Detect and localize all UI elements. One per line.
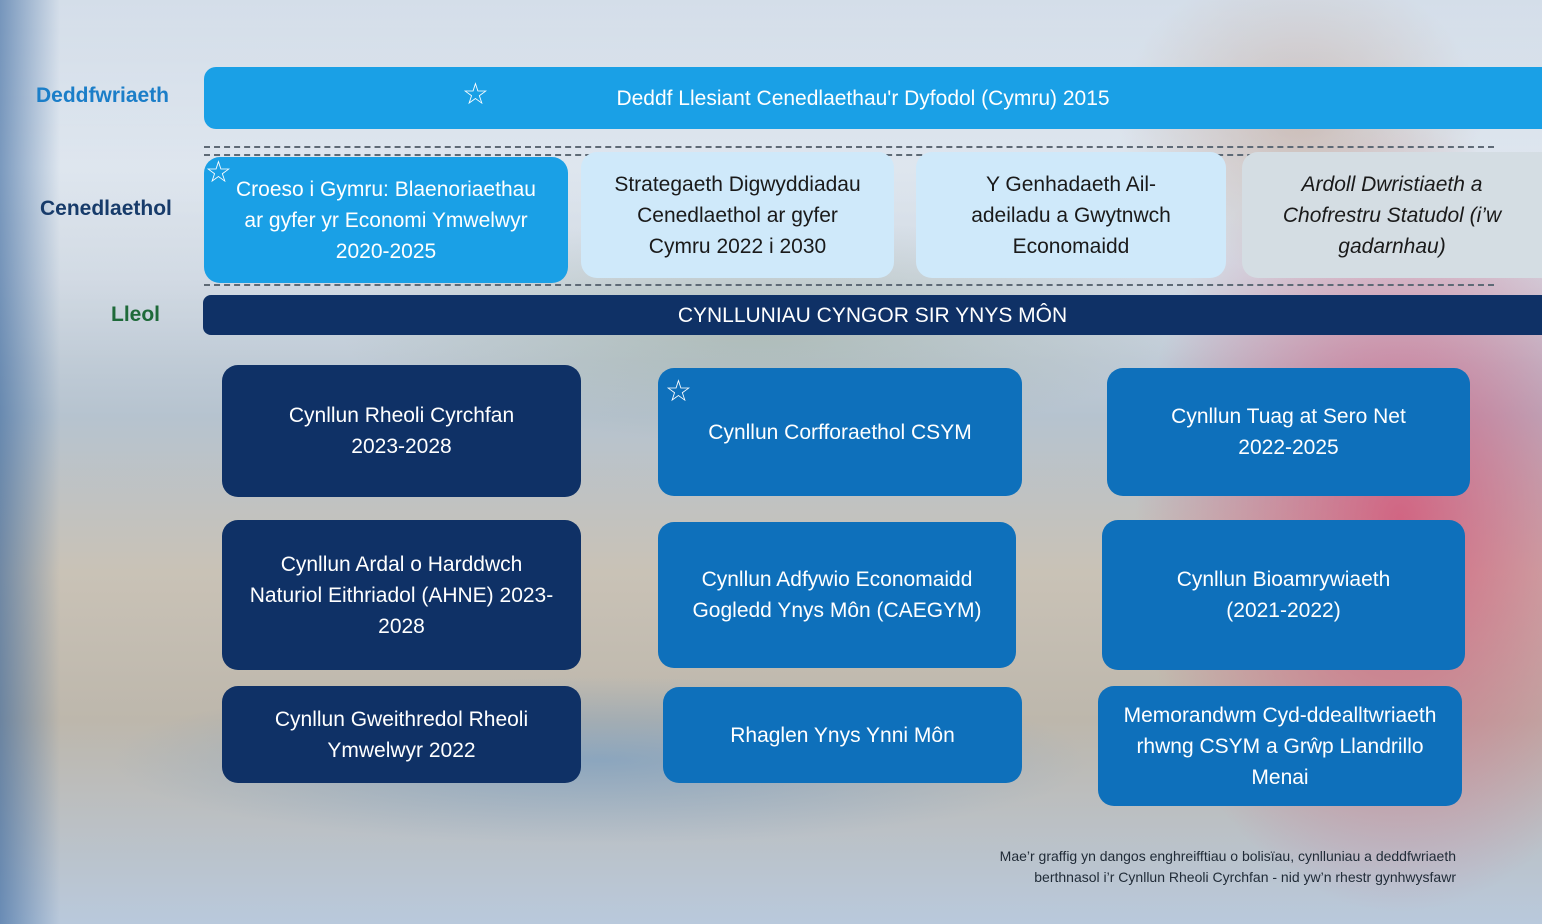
plan-label: Cynllun Corfforaethol CSYM	[708, 420, 972, 444]
plan-memorandum: Memorandwm Cyd-ddealltwriaeth rhwng CSYM…	[1098, 686, 1462, 806]
footnote-line: Mae’r graffig yn dangos enghreifftiau o …	[999, 848, 1456, 864]
footnote-line: berthnasol i’r Cynllun Rheoli Cyrchfan -…	[1034, 869, 1456, 885]
plan-energy-island: Rhaglen Ynys Ynni Môn	[663, 687, 1022, 783]
plan-visitor-operational: Cynllun Gweithredol Rheoli Ymwelwyr 2022	[222, 686, 581, 783]
plan-aonb: Cynllun Ardal o Harddwch Naturiol Eithri…	[222, 520, 581, 670]
plan-economic-regeneration: Cynllun Adfywio Economaidd Gogledd Ynys …	[658, 522, 1016, 668]
tier-label-national: Cenedlaethol	[40, 197, 172, 220]
footnote: Mae’r graffig yn dangos enghreifftiau o …	[1000, 846, 1456, 888]
plan-label: Memorandwm Cyd-ddealltwriaeth rhwng CSYM…	[1123, 703, 1437, 789]
plan-biodiversity: Cynllun Bioamrywiaeth (2021-2022)	[1102, 520, 1465, 670]
plan-label: Cynllun Adfywio Economaidd Gogledd Ynys …	[692, 568, 982, 622]
national-box-events-strategy: Strategaeth Digwyddiadau Cenedlaethol ar…	[581, 152, 894, 278]
star-icon: ☆	[665, 375, 692, 408]
local-council-bar: CYNLLUNIAU CYNGOR SIR YNYS MÔN	[203, 295, 1542, 335]
dashed-divider-bottom	[204, 284, 1494, 286]
national-box-croeso: Croeso i Gymru: Blaenoriaethau ar gyfer …	[204, 157, 568, 283]
plan-net-zero: Cynllun Tuag at Sero Net 2022-2025	[1107, 368, 1470, 496]
plan-label: Cynllun Bioamrywiaeth (2021-2022)	[1176, 568, 1391, 622]
dashed-divider-top	[204, 146, 1494, 148]
legislation-bar: Deddf Llesiant Cenedlaethau'r Dyfodol (C…	[204, 67, 1542, 129]
national-box-tourism-levy: Ardoll Dwristiaeth a Chofrestru Statudol…	[1242, 152, 1542, 278]
tier-label-legislation: Deddfwriaeth	[36, 84, 170, 107]
plan-label: Cynllun Ardal o Harddwch Naturiol Eithri…	[249, 552, 554, 638]
plan-label: Rhaglen Ynys Ynni Môn	[730, 723, 955, 747]
national-box-label: Strategaeth Digwyddiadau Cenedlaethol ar…	[614, 172, 861, 258]
plan-corporate: Cynllun Corfforaethol CSYM	[658, 368, 1022, 496]
plan-destination-management: Cynllun Rheoli Cyrchfan 2023-2028	[222, 365, 581, 497]
national-box-label: Y Genhadaeth Ail-adeiladu a Gwytnwch Eco…	[971, 172, 1171, 258]
national-box-label: Ardoll Dwristiaeth a Chofrestru Statudol…	[1282, 172, 1502, 258]
legislation-bar-label: Deddf Llesiant Cenedlaethau'r Dyfodol (C…	[616, 86, 1110, 110]
plan-label: Cynllun Tuag at Sero Net 2022-2025	[1171, 405, 1406, 459]
plan-label: Cynllun Gweithredol Rheoli Ymwelwyr 2022	[274, 707, 529, 762]
plan-label: Cynllun Rheoli Cyrchfan 2023-2028	[288, 404, 515, 458]
star-icon: ☆	[205, 156, 232, 189]
national-box-label: Croeso i Gymru: Blaenoriaethau ar gyfer …	[236, 177, 536, 263]
tier-label-local: Lleol	[111, 303, 161, 326]
local-council-bar-label: CYNLLUNIAU CYNGOR SIR YNYS MÔN	[677, 303, 1068, 327]
national-box-recovery-mission: Y Genhadaeth Ail-adeiladu a Gwytnwch Eco…	[916, 152, 1226, 278]
star-icon: ☆	[462, 78, 489, 111]
